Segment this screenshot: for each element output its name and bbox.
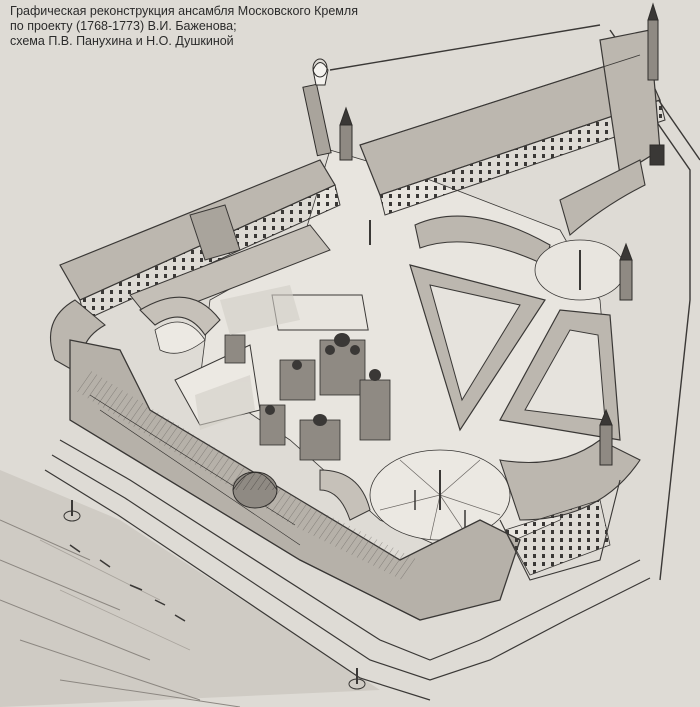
tower-nikolskaya [339,106,353,161]
east-block [499,309,621,441]
embankment-terraces [44,439,651,701]
west-amphitheatre [50,296,221,382]
river-area [0,470,380,707]
caption-line-3: схема П.В. Панухина и Н.О. Душкиной [10,34,234,48]
triangular-block [409,264,546,432]
towers [302,2,665,466]
caption: Графическая реконструкция ансамбля Моско… [10,4,370,49]
embankment-monuments [63,500,366,690]
plaza-main [369,449,511,541]
northwest-palace-wing [59,159,341,321]
northeast-palace-wing [359,29,666,216]
south-palace-facade [69,339,521,621]
inner-shadows [195,285,300,430]
plaza-north [534,239,626,301]
caption-line-1: Графическая реконструкция ансамбля Моско… [10,4,358,18]
tower-corner [649,144,665,166]
tower-southeast [599,408,613,466]
caption-line-2: по проекту (1768-1773) В.И. Баженова; [10,19,237,33]
tower-east [619,242,633,301]
tower-north [302,58,332,157]
tower-northeast [647,2,659,81]
north-wall [329,24,601,71]
